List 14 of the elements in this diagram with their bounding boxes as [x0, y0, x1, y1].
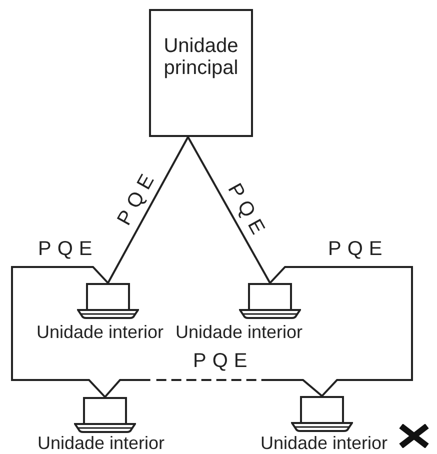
connection-line: [187, 136, 271, 284]
unit-label: Unidade interior: [35, 323, 165, 341]
connection-line: [107, 136, 189, 284]
dashed-connection-line: [104, 379, 323, 398]
unit-label: Unidade interior: [174, 323, 304, 341]
unit-label: Unidade interior: [36, 434, 166, 452]
connection-line: [269, 266, 413, 397]
unit-label: Unidade principal: [162, 35, 240, 79]
unit-label: Unidade interior: [259, 434, 389, 452]
connection-line: [11, 266, 109, 398]
main-unit-box: [149, 9, 253, 137]
edge-label: PQE: [327, 237, 388, 261]
edge-label: PQE: [37, 237, 98, 261]
edge-label: PQE: [192, 349, 254, 373]
